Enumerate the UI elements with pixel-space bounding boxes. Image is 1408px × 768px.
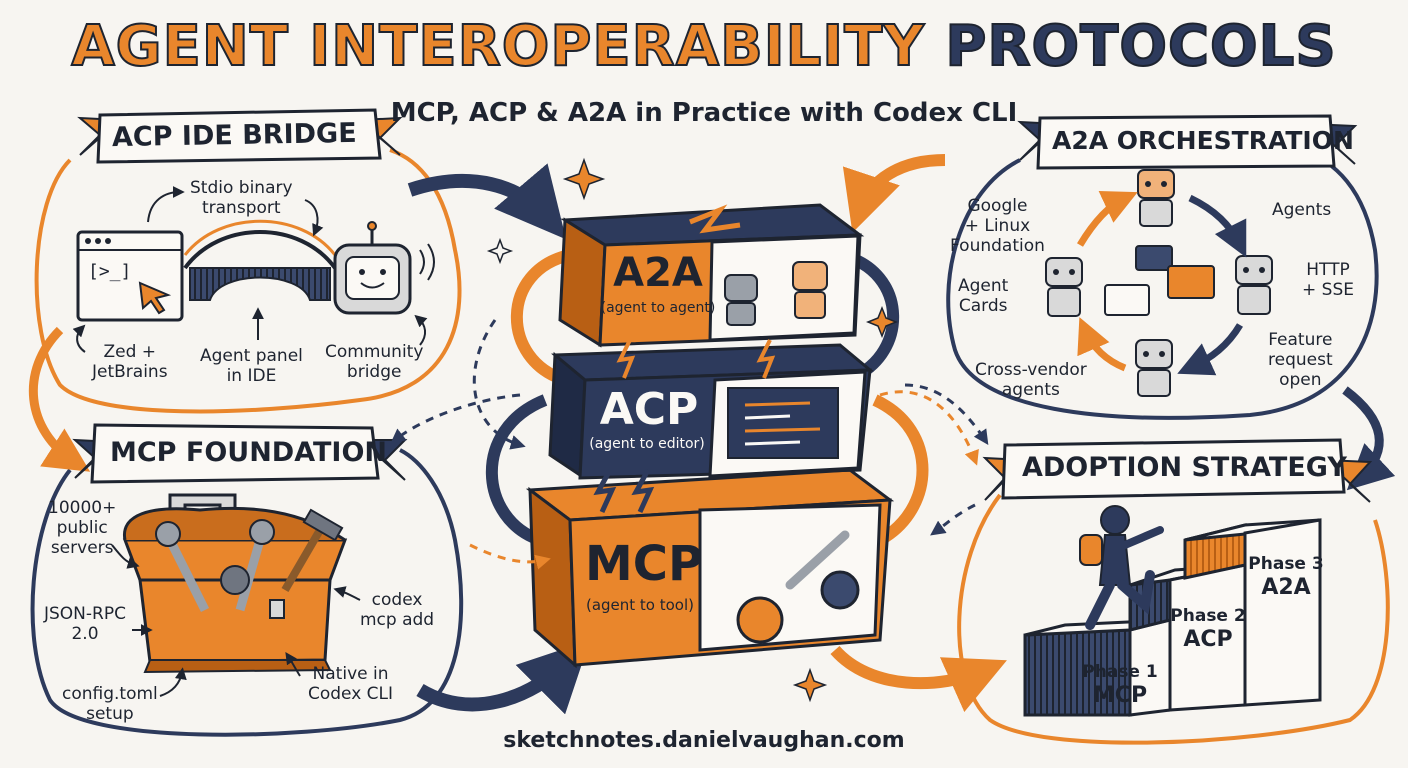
- bridge-icon: [183, 219, 337, 301]
- climber-icon: [1079, 505, 1164, 630]
- sparkle-icon: [792, 667, 828, 703]
- codex-arrow: [333, 586, 361, 601]
- servers-arrow: [111, 544, 140, 569]
- gear-icon: [736, 596, 784, 644]
- hammer-icon: [281, 508, 344, 593]
- robot-icon: [724, 274, 758, 326]
- mcp-foundation-region-outline: [30, 448, 464, 737]
- mcp-foundation-banner-title: MCP FOUNDATION: [110, 437, 388, 468]
- acp-bridge-region-outline: [34, 148, 462, 414]
- page-title: AGENT INTEROPERABILITY PROTOCOLS: [70, 13, 1337, 80]
- chat-bubble-icon: [1135, 245, 1173, 271]
- terminal-prompt: [>_]: [88, 261, 132, 282]
- robot-icon: [792, 261, 828, 319]
- a2a-banner-title: A2A ORCHESTRATION: [1052, 126, 1354, 155]
- mcp-to-stack-arrow: [416, 640, 590, 715]
- label-agents: Agents: [1272, 200, 1332, 220]
- wrench-icon: [155, 519, 275, 613]
- acp-block: [548, 343, 874, 480]
- mcp-block: [525, 468, 895, 669]
- stdio-arrow-left: [147, 186, 185, 223]
- cursor-icon: [138, 281, 172, 315]
- zed-arrow: [72, 324, 86, 353]
- acp-block-title: ACP: [599, 384, 699, 435]
- code-editor-icon: [727, 387, 839, 459]
- robot-icon: [1045, 257, 1083, 317]
- mcp-foundation-banner: [72, 423, 408, 484]
- community-arrow: [414, 314, 428, 346]
- cycle-arrow-4: [1077, 317, 1127, 372]
- stairs-icon: [1023, 518, 1322, 717]
- a2a-to-adoption-arrow: [1342, 386, 1396, 491]
- robot-icon: [333, 221, 435, 315]
- lightning-icon: [631, 468, 655, 514]
- adoption-banner: [982, 438, 1373, 503]
- lightning-icon: [593, 468, 617, 514]
- config-arrow: [159, 667, 187, 697]
- dashed-arrow-4: [879, 390, 979, 466]
- cycle-arrow-3: [1177, 323, 1244, 376]
- a2a-block-title: A2A: [613, 250, 703, 296]
- lightning-icon: [616, 339, 636, 379]
- label-zed-jetbrains: Zed +JetBrains: [92, 342, 168, 382]
- acp-block-subtitle: (agent to editor): [589, 436, 705, 452]
- sparkle-icon: [486, 237, 514, 265]
- mcp-block-title: MCP: [585, 536, 704, 592]
- dashed-arrow-2: [390, 393, 521, 444]
- a2a-to-stack-arrow: [842, 154, 946, 233]
- mcp-block-subtitle: (agent to tool): [585, 596, 695, 614]
- page-subtitle: MCP, ACP & A2A in Practice with Codex CL…: [390, 98, 1018, 128]
- a2a-block-subtitle: (agent to agent): [600, 300, 716, 316]
- stack-to-adoption-arrow: [830, 645, 1007, 713]
- robot-icon: [1235, 255, 1273, 315]
- a2a-banner: [1017, 114, 1358, 170]
- chat-bubble-icon: [1104, 284, 1150, 316]
- a2a-block: [558, 203, 865, 348]
- dashed-arrow-1: [472, 319, 526, 450]
- dashed-arrow-5: [904, 383, 989, 445]
- gear-icon: [820, 570, 860, 610]
- acp-bridge-banner-title: ACP IDE BRIDGE: [111, 117, 357, 154]
- sparkle-icon: [562, 157, 606, 201]
- acp-bridge-banner: [77, 108, 403, 164]
- native-arrow: [285, 652, 301, 677]
- footer-url: sketchnotes.danielvaughan.com: [503, 728, 905, 753]
- dashed-arrow-6: [930, 503, 976, 536]
- label-http-sse: HTTP+ SSE: [1302, 260, 1354, 300]
- a2a-robots: [1045, 169, 1273, 397]
- a2a-region-outline: [946, 148, 1379, 420]
- bridge-to-stack-arrow: [407, 163, 567, 240]
- robot-icon: [1137, 169, 1175, 227]
- robot-icon: [1135, 339, 1173, 397]
- cycle-arrow-1: [1076, 191, 1138, 247]
- sparkle-icon: [865, 305, 899, 339]
- stdio-arrow-right: [304, 199, 324, 237]
- adoption-banner-title: ADOPTION STRATEGY: [1022, 452, 1347, 483]
- cycle-arrow-2: [1188, 194, 1247, 258]
- lightning-icon: [756, 339, 776, 379]
- chat-bubble-icon: [1167, 265, 1215, 299]
- adoption-region-outline: [957, 493, 1390, 745]
- bridge-to-mcp-arrow: [28, 326, 91, 472]
- wrench-icon: [785, 530, 850, 590]
